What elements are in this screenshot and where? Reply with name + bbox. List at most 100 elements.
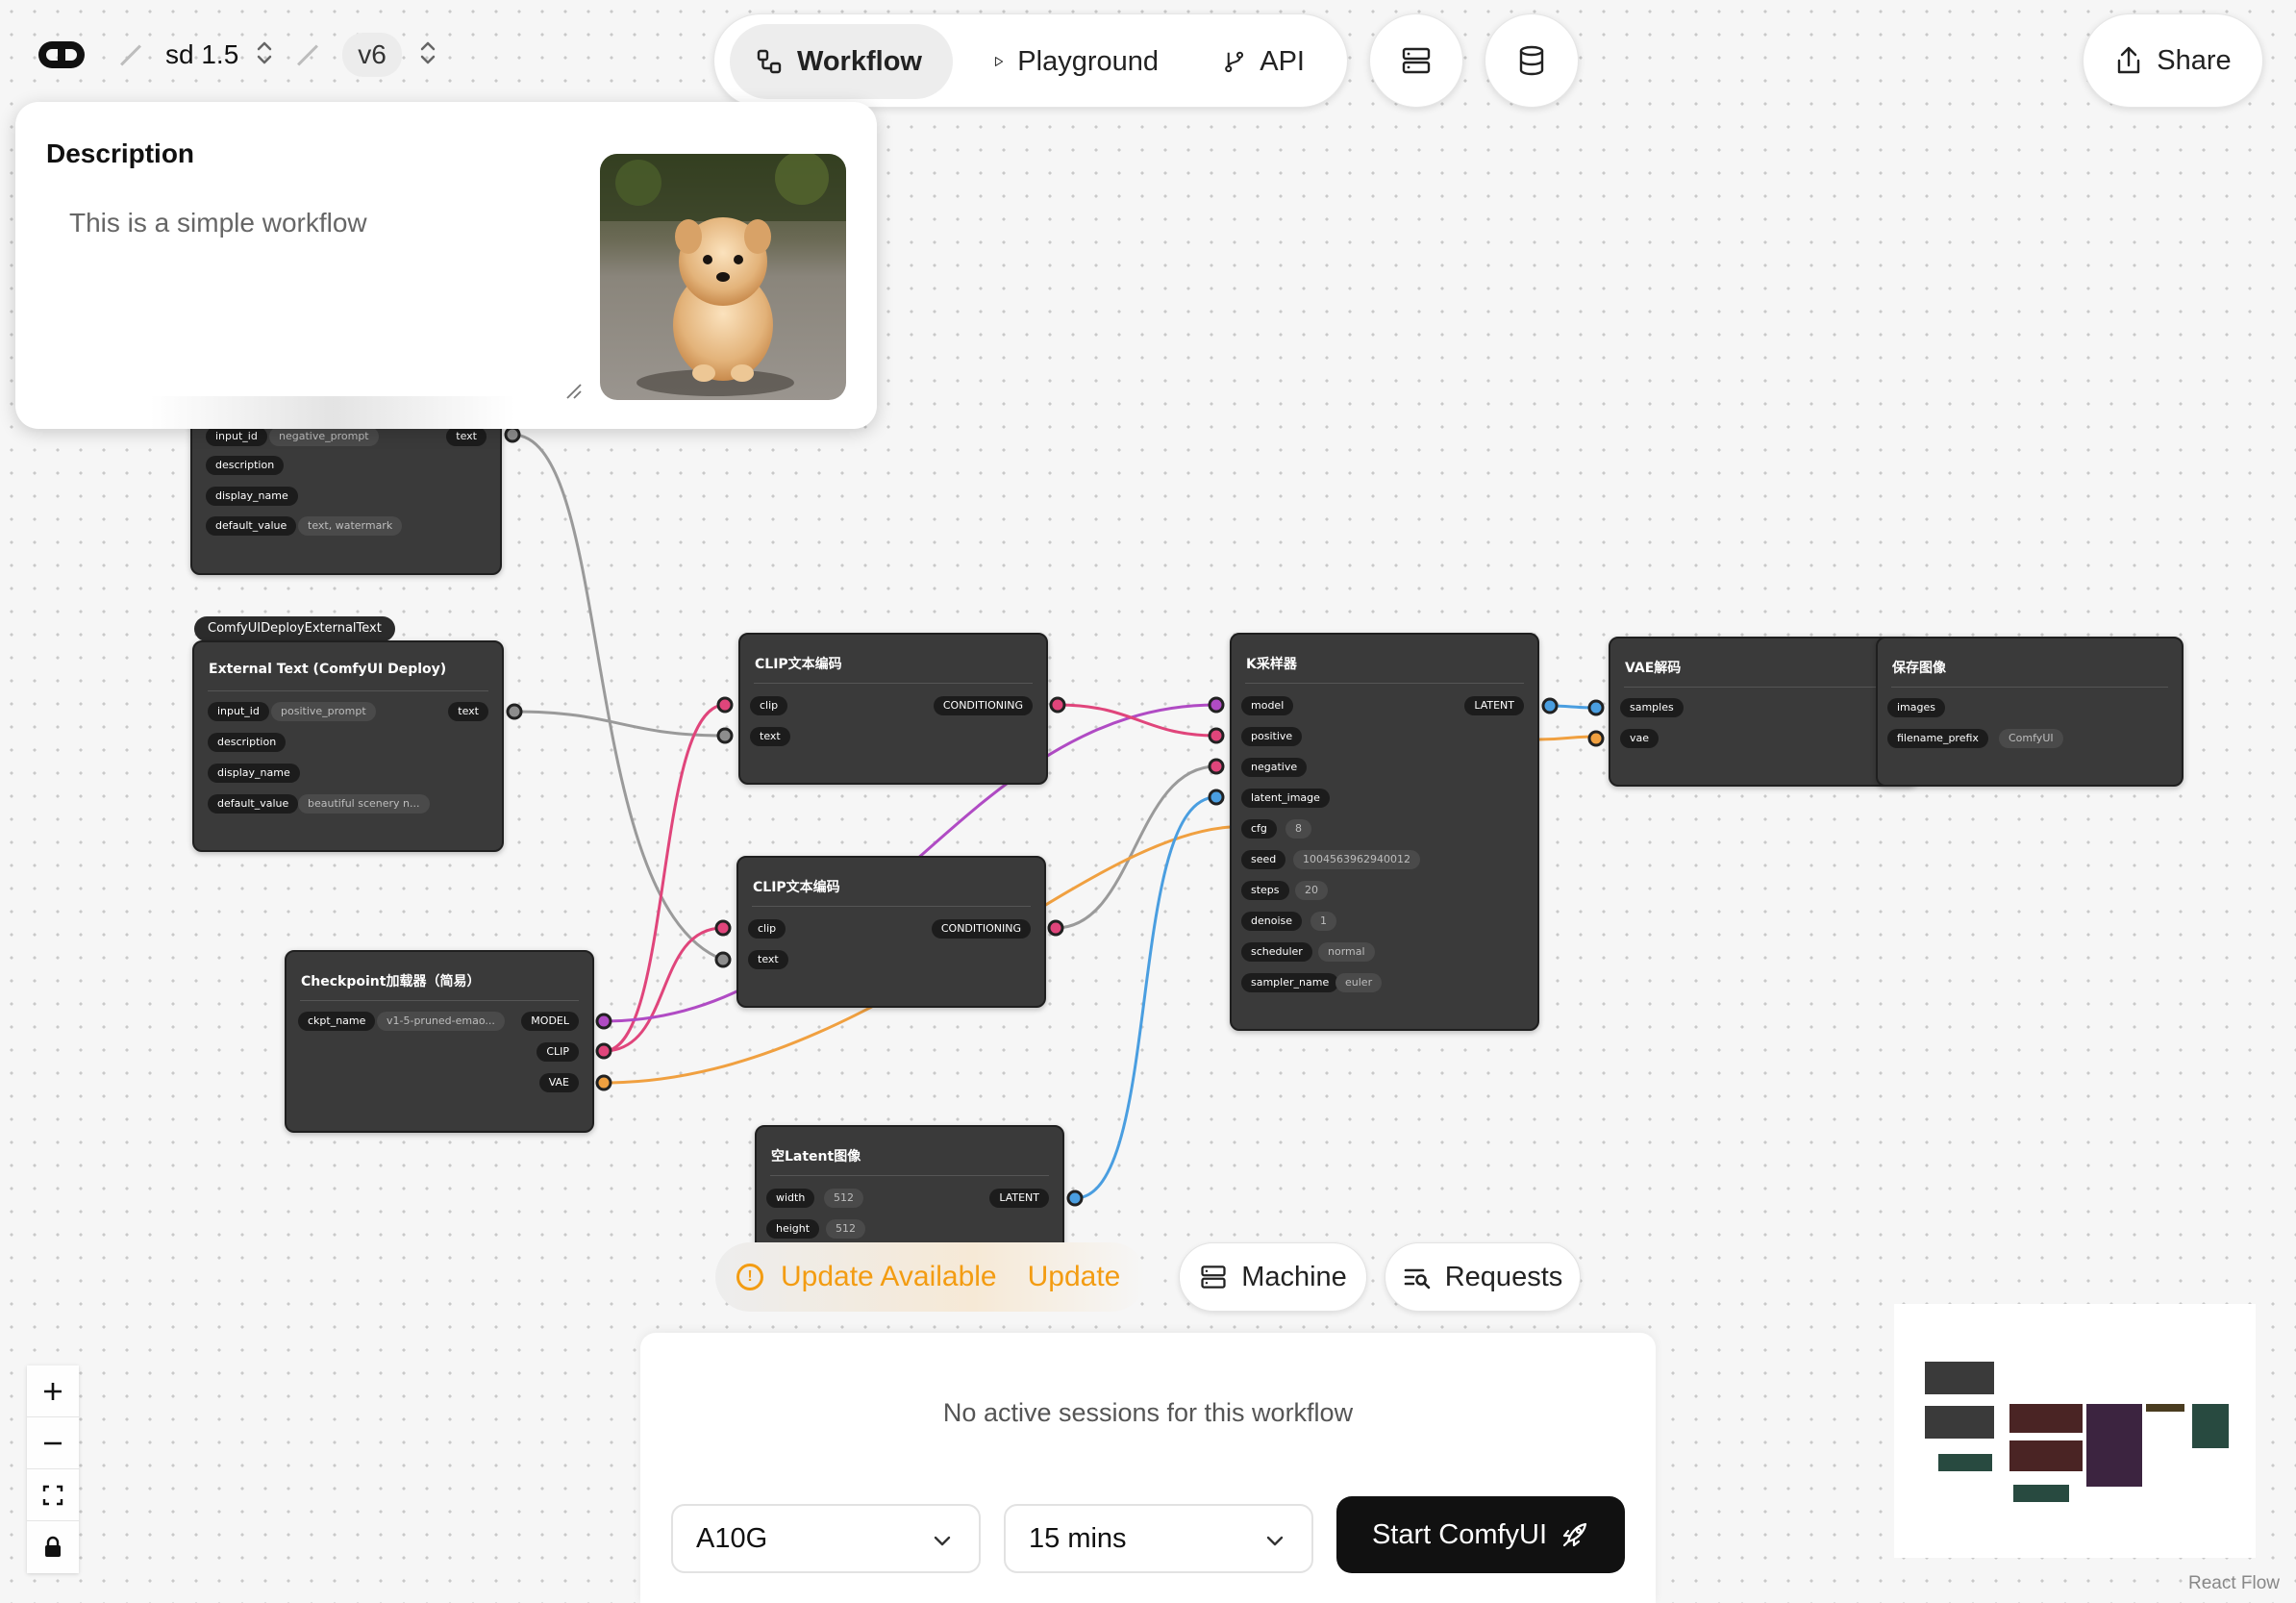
input-id-value[interactable]: positive_prompt	[271, 702, 376, 721]
steps-label: steps	[1241, 881, 1289, 900]
node-checkpoint-loader[interactable]: Checkpoint加载器（简易） ckpt_name v1-5-pruned-…	[285, 950, 594, 1133]
database-button[interactable]	[1485, 13, 1579, 108]
description-label: description	[206, 456, 285, 475]
zoom-in-button[interactable]	[27, 1365, 79, 1417]
chevron-up-down-icon[interactable]	[256, 40, 273, 69]
resize-handle-icon[interactable]	[563, 381, 583, 400]
start-comfyui-button[interactable]: Start ComfyUI	[1336, 1496, 1625, 1573]
breadcrumb: sd 1.5 v6	[27, 17, 437, 92]
default-value[interactable]: text, watermark	[298, 516, 403, 536]
fit-view-button[interactable]	[27, 1469, 79, 1521]
display-name-label: display_name	[206, 487, 298, 506]
workflow-icon	[757, 49, 782, 74]
node-type-tag: ComfyUIDeployExternalText	[194, 616, 395, 641]
rocket-icon	[1562, 1522, 1587, 1547]
view-tabs: Workflow Playground API	[713, 13, 1348, 108]
breadcrumb-separator	[120, 44, 141, 65]
node-clip-text-encode-2[interactable]: CLIP文本编码 clip CONDITIONING text	[736, 856, 1046, 1008]
node-title: 保存图像	[1892, 661, 1946, 676]
output-text: text	[448, 702, 488, 721]
input-negative: negative	[1241, 758, 1308, 777]
requests-label: Requests	[1444, 1261, 1563, 1292]
scheduler-value[interactable]: normal	[1318, 942, 1375, 962]
edge-pos-text	[513, 710, 726, 738]
edge-positive	[1057, 703, 1217, 738]
node-title: CLIP文本编码	[755, 657, 842, 672]
share-button[interactable]: Share	[2083, 13, 2263, 108]
tab-label: API	[1260, 45, 1305, 77]
cfg-value[interactable]: 8	[1285, 819, 1311, 839]
tab-label: Playground	[1017, 45, 1159, 77]
edge-neg-text	[512, 433, 724, 962]
output-model: MODEL	[521, 1012, 579, 1031]
sampler-name-value[interactable]: euler	[1335, 973, 1383, 992]
minimap[interactable]	[1894, 1304, 2256, 1558]
requests-button[interactable]: Requests	[1385, 1242, 1581, 1312]
steps-value[interactable]: 20	[1295, 881, 1328, 900]
app-logo-icon[interactable]	[27, 28, 96, 82]
width-value[interactable]: 512	[824, 1189, 863, 1208]
chevron-up-down-icon[interactable]	[419, 40, 437, 69]
port-clip1-out	[1049, 696, 1066, 714]
database-icon	[1519, 45, 1544, 76]
input-id-value[interactable]: negative_prompt	[269, 427, 379, 446]
description-textarea[interactable]: This is a simple workflow	[69, 208, 367, 238]
height-label: height	[766, 1219, 820, 1239]
react-flow-attribution[interactable]: React Flow	[2188, 1573, 2281, 1593]
update-link[interactable]: Update	[1027, 1261, 1121, 1292]
seed-value[interactable]: 1004563962940012	[1293, 850, 1420, 869]
ckpt-name-value[interactable]: v1-5-pruned-emao...	[377, 1012, 505, 1031]
default-value-label: default_value	[206, 516, 297, 536]
port-ks-out	[1541, 697, 1559, 714]
version-badge[interactable]: v6	[342, 33, 402, 77]
edge-latent	[1074, 795, 1217, 1200]
width-label: width	[766, 1189, 815, 1208]
tab-workflow[interactable]: Workflow	[730, 24, 953, 99]
default-value[interactable]: beautiful scenery n...	[298, 794, 430, 814]
canvas-controls	[27, 1365, 79, 1573]
port-pos-text-out	[506, 703, 523, 720]
fit-view-icon	[42, 1485, 63, 1505]
machine-button[interactable]: Machine	[1179, 1242, 1367, 1312]
gpu-select[interactable]: A10G	[671, 1504, 981, 1573]
minimap-node	[1938, 1454, 1992, 1471]
edge-negative	[1055, 764, 1217, 930]
gpu-value: A10G	[696, 1522, 768, 1554]
description-title: Description	[46, 138, 195, 168]
filename-prefix-value[interactable]: ComfyUI	[1999, 729, 2063, 748]
panel-shadow	[150, 396, 515, 429]
cfg-label: cfg	[1241, 819, 1277, 839]
tab-playground[interactable]: Playground	[968, 24, 1184, 99]
port-vae-vae	[1587, 730, 1605, 747]
input-clip: clip	[748, 919, 786, 939]
output-latent: LATENT	[989, 1189, 1049, 1208]
input-latent-image: latent_image	[1241, 789, 1330, 808]
node-negative-text[interactable]: input_id negative_prompt text descriptio…	[190, 404, 502, 575]
zoom-out-button[interactable]	[27, 1417, 79, 1469]
node-positive-text[interactable]: External Text (ComfyUI Deploy) input_id …	[192, 640, 504, 852]
tab-api[interactable]: API	[1197, 24, 1330, 99]
height-value[interactable]: 512	[826, 1219, 865, 1239]
denoise-value[interactable]: 1	[1310, 912, 1336, 931]
node-vae-decode[interactable]: VAE解码 samples vae	[1609, 637, 1918, 787]
update-available-text: Update Available	[781, 1261, 997, 1292]
input-samples: samples	[1620, 698, 1684, 717]
node-clip-text-encode-1[interactable]: CLIP文本编码 clip CONDITIONING text	[738, 633, 1048, 785]
start-label: Start ComfyUI	[1371, 1518, 1548, 1550]
node-title: CLIP文本编码	[753, 880, 840, 895]
node-ksampler[interactable]: K采样器 LATENT model positive negative late…	[1230, 633, 1539, 1031]
edge-samples	[1549, 704, 1597, 710]
node-save-image[interactable]: 保存图像 images filename_prefix ComfyUI	[1876, 637, 2184, 787]
input-id-label: input_id	[206, 427, 267, 446]
lock-button[interactable]	[27, 1521, 79, 1573]
port-ks-latent	[1208, 789, 1225, 806]
server-button[interactable]	[1369, 13, 1463, 108]
port-clip2-clip	[714, 919, 732, 937]
output-clip: CLIP	[537, 1042, 579, 1062]
ckpt-name-label: ckpt_name	[298, 1012, 376, 1031]
workflow-thumbnail[interactable]	[600, 154, 846, 400]
seed-label: seed	[1241, 850, 1286, 869]
input-clip: clip	[750, 696, 788, 715]
duration-select[interactable]: 15 mins	[1004, 1504, 1313, 1573]
project-name[interactable]: sd 1.5	[165, 39, 239, 69]
